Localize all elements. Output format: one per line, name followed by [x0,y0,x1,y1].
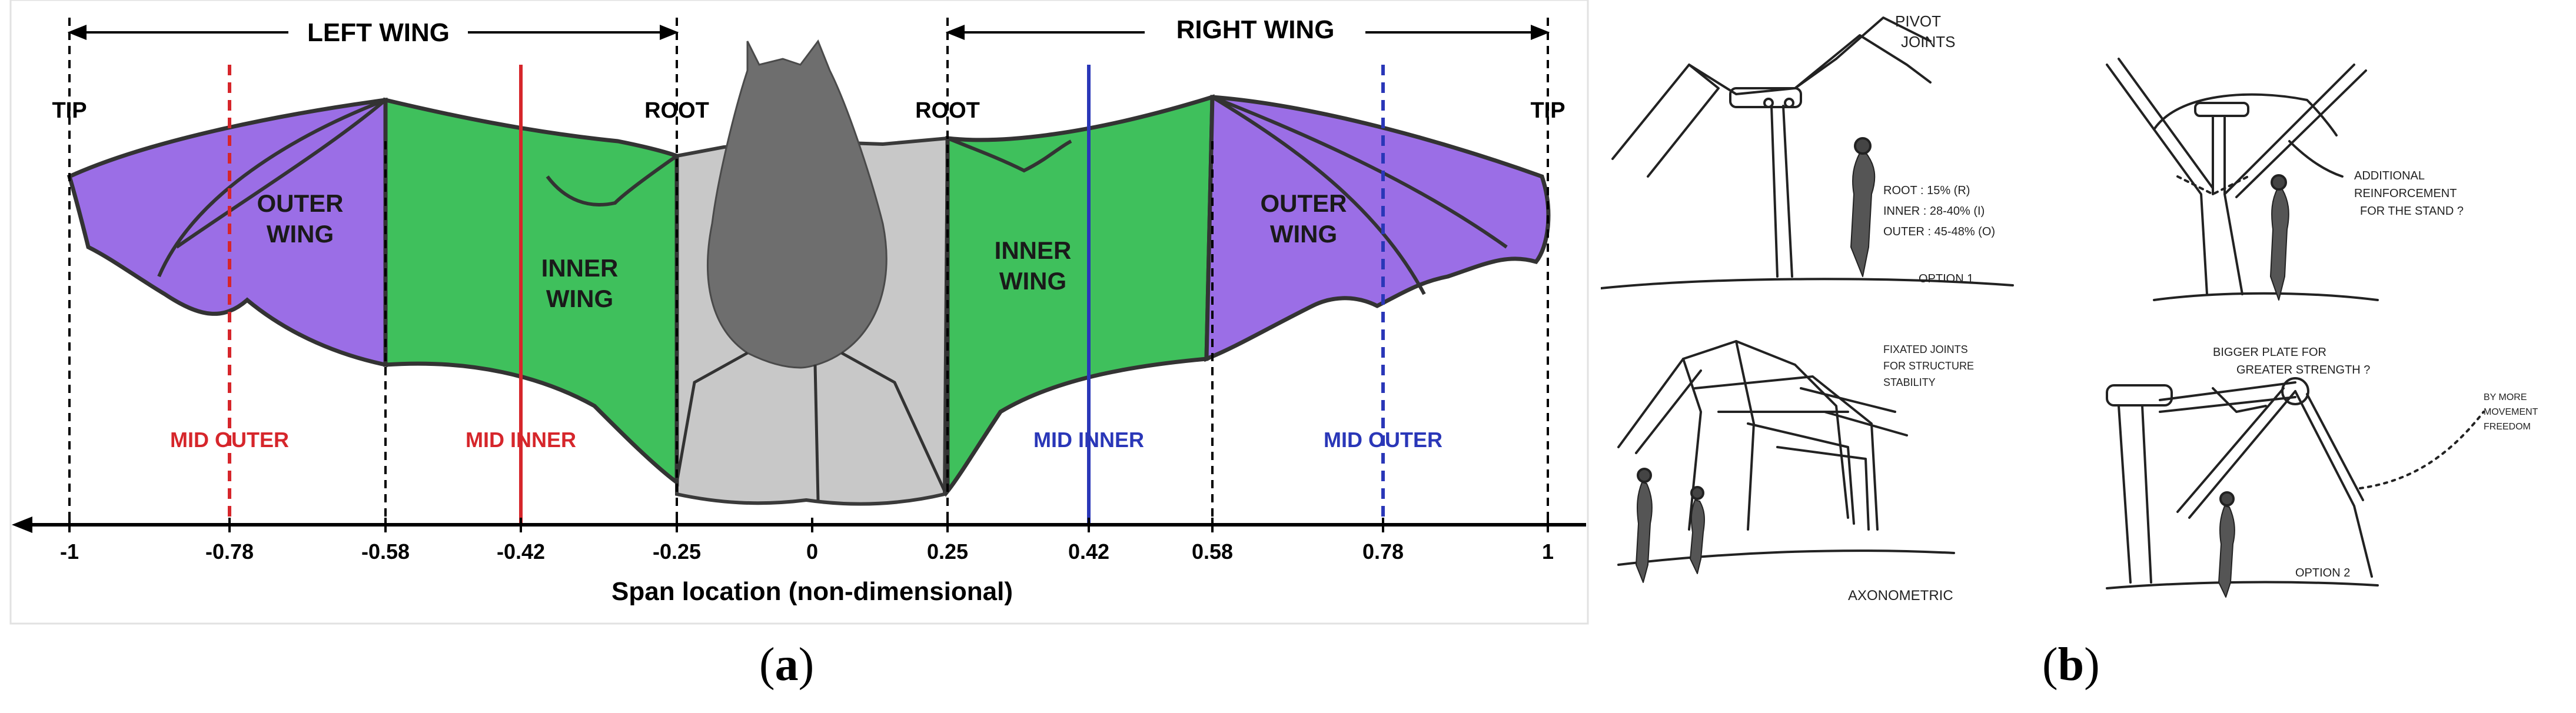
tick-label: -0.25 [653,539,701,564]
inner-wing-right-line1: INNER [995,236,1072,264]
axis-title: Span location (non-dimensional) [611,577,1013,606]
outer-wing-right-line1: OUTER [1261,189,1347,217]
sketch4-side-note: BY MORE [2484,392,2527,402]
caption-b-letter: b [2058,639,2085,691]
sketch1-stat: ROOT : 15% (R) [1883,184,1970,197]
tick-label: -0.78 [205,539,254,564]
mid-inner-left-label: MID INNER [466,428,576,452]
left-outer-wing [67,97,388,368]
sketch1-stat: OUTER : 45-48% (O) [1883,225,1995,238]
sketch4-label: GREATER STRENGTH ? [2236,364,2370,377]
caption-a: (a) [759,639,815,691]
bat-body [707,39,888,369]
tick-label: 0.58 [1192,539,1233,564]
caption-a-letter: a [775,639,799,691]
right-inner-wing [945,94,1215,497]
tip-left-label: TIP [52,98,87,123]
sketch-option-2 [2106,377,2485,598]
span-axis: -1 -0.78 -0.58 -0.42 -0.25 0 0.25 0.42 0… [12,517,1586,606]
tick-label: 0.42 [1068,539,1109,564]
mid-outer-left-label: MID OUTER [170,428,289,452]
tick-label: -1 [60,539,79,564]
left-wing-label: LEFT WING [307,18,450,47]
sketch2-label: REINFORCEMENT [2354,187,2457,200]
bat-wing-diagram: LEFT WING RIGHT WING TIP ROOT ROOT TIP O… [9,0,1589,625]
sketch1-stat: INNER : 28-40% (I) [1883,205,1985,218]
sketch3-label: STABILITY [1883,377,1936,388]
tick-label: 0.78 [1362,539,1404,564]
tick-label: -0.58 [361,539,410,564]
mid-inner-right-label: MID INNER [1033,428,1144,452]
sketch-axonometric [1617,340,1955,583]
inner-wing-left-line1: INNER [541,254,619,282]
caption-b: (b) [2042,639,2100,691]
sketch3-caption: AXONOMETRIC [1848,588,1953,604]
outer-wing-left-line2: WING [267,220,334,248]
root-left-label: ROOT [644,98,709,123]
tick-label: 1 [1542,539,1554,564]
outer-wing-left-line1: OUTER [257,189,344,217]
inner-wing-left-line2: WING [546,285,613,312]
sketch4-side-note: MOVEMENT [2484,407,2538,417]
sketch4-side-note: FREEDOM [2484,422,2531,432]
sketch4-caption: OPTION 2 [2295,567,2350,579]
sketch3-label: FOR STRUCTURE [1883,360,1974,372]
tick-label: -0.42 [497,539,545,564]
sketch1-label: JOINTS [1901,33,1955,51]
sketch-panel: PIVOT JOINTS ROOT : 15% (R) INNER : 28-4… [1601,12,2538,604]
sketch4-label: BIGGER PLATE FOR [2213,346,2326,359]
root-right-label: ROOT [915,98,980,123]
right-wing-label: RIGHT WING [1176,15,1335,44]
sketch1-label: PIVOT [1895,12,1941,30]
tick-label: 0.25 [927,539,968,564]
sketch1-caption: OPTION 1 [1919,272,1973,285]
tick-label: 0 [806,539,818,564]
tip-right-label: TIP [1530,98,1565,123]
sketch2-label: FOR THE STAND ? [2360,205,2464,218]
sketch-reinforced-stand [2106,58,2379,301]
sketch3-label: FIXATED JOINTS [1883,344,1968,355]
outer-wing-right-line2: WING [1270,220,1337,248]
inner-wing-right-line2: WING [999,267,1066,295]
sketch2-label: ADDITIONAL [2354,169,2425,182]
mid-outer-right-label: MID OUTER [1324,428,1442,452]
sketch-option-1 [1601,16,2014,289]
